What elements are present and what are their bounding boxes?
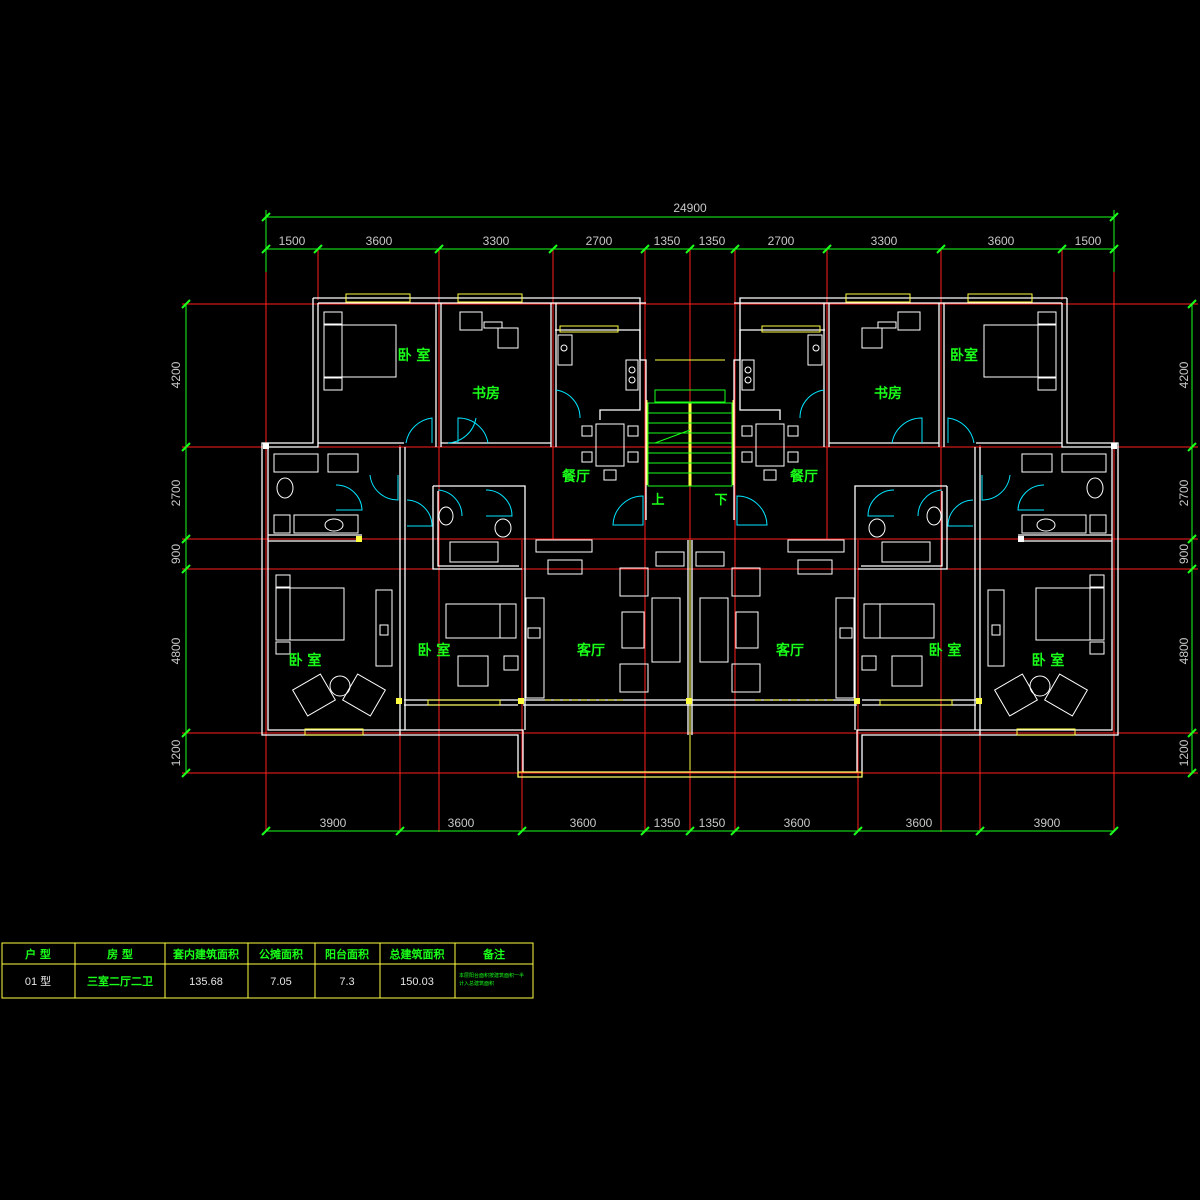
left-dim-1: 4200: [169, 361, 183, 388]
left-dim-2: 2700: [169, 479, 183, 506]
overall-dimension: 24900: [673, 201, 707, 215]
right-dim-5: 1200: [1177, 739, 1191, 766]
dimension-texts: 24900 1500 3600 3300 2700 1350 1350 2700…: [169, 201, 1191, 830]
top-dim-6: 1350: [699, 234, 726, 248]
table-header-inner-area: 套内建筑面积: [173, 947, 239, 961]
table-header-layout: 房 型: [107, 947, 133, 961]
bottom-dim-8: 3900: [1034, 816, 1061, 830]
room-label-bedroom: 卧 室: [418, 642, 451, 659]
bottom-dim-7: 3600: [906, 816, 933, 830]
right-dim-3: 900: [1177, 544, 1191, 564]
bottom-dim-1: 3900: [320, 816, 347, 830]
top-dim-9: 3600: [988, 234, 1015, 248]
room-labels: 卧 室 书房 餐厅 卧 室 卧 室 客厅 卧室 书房 餐厅 客厅 卧 室 卧 室: [289, 347, 1065, 669]
table-cell-total-area: 150.03: [400, 976, 434, 988]
room-label-living: 客厅: [775, 642, 804, 659]
table-cell-shared-area: 7.05: [270, 976, 291, 988]
room-label-bedroom: 卧 室: [1032, 652, 1065, 669]
corner-markers: [263, 443, 1117, 542]
furniture: [273, 311, 1107, 717]
table-cell-layout: 三室二厅二卫: [87, 974, 153, 988]
room-label-bedroom: 卧 室: [929, 642, 962, 659]
room-label-living: 客厅: [576, 642, 605, 659]
table-header-total-area: 总建筑面积: [390, 947, 445, 961]
room-label-dining: 餐厅: [561, 468, 590, 485]
top-dim-2: 3600: [366, 234, 393, 248]
top-dim-4: 2700: [586, 234, 613, 248]
windows: [304, 293, 1076, 778]
table-cell-remarks-line-1: 本层阳台面积按建筑面积一半: [459, 972, 524, 979]
left-dim-5: 1200: [169, 739, 183, 766]
room-label-study: 书房: [472, 385, 500, 402]
room-label-bedroom: 卧 室: [398, 347, 431, 364]
room-label-bedroom: 卧 室: [289, 652, 322, 669]
bottom-dim-6: 3600: [784, 816, 811, 830]
table-header-balcony-area: 阳台面积: [325, 947, 369, 961]
bottom-dim-5: 1350: [699, 816, 726, 830]
bottom-dim-3: 3600: [570, 816, 597, 830]
dimension-lines: [181, 210, 1197, 836]
stair-up-label: 上: [651, 493, 664, 508]
top-dim-10: 1500: [1075, 234, 1102, 248]
top-dim-5: 1350: [654, 234, 681, 248]
left-dim-3: 900: [169, 544, 183, 564]
room-label-study: 书房: [874, 385, 902, 402]
top-dim-8: 3300: [871, 234, 898, 248]
table-header-remarks: 备注: [482, 947, 505, 961]
stair: [647, 389, 733, 487]
top-dim-1: 1500: [279, 234, 306, 248]
bottom-dim-2: 3600: [448, 816, 475, 830]
top-dim-3: 3300: [483, 234, 510, 248]
left-dim-4: 4800: [169, 637, 183, 664]
stair-down-label: 下: [714, 493, 727, 508]
table-header-unit-type: 户 型: [25, 947, 51, 961]
room-label-bedroom: 卧室: [950, 347, 978, 364]
bottom-dim-4: 1350: [654, 816, 681, 830]
doors: [335, 389, 1045, 527]
area-table: 户 型 房 型 套内建筑面积 公摊面积 阳台面积 总建筑面积 备注 01 型 三…: [1, 942, 534, 999]
top-dim-7: 2700: [768, 234, 795, 248]
table-cell-unit-type: 01 型: [25, 974, 51, 988]
table-cell-balcony-area: 7.3: [339, 976, 354, 988]
right-dim-2: 2700: [1177, 479, 1191, 506]
room-label-dining: 餐厅: [789, 468, 818, 485]
walls: [261, 297, 1119, 778]
right-dim-4: 4800: [1177, 637, 1191, 664]
table-header-shared-area: 公摊面积: [259, 947, 303, 961]
right-dim-1: 4200: [1177, 361, 1191, 388]
table-cell-remarks-line-2: 计入总建筑面积: [459, 980, 494, 987]
column-markers: [356, 536, 982, 704]
stair-labels: 上 下: [651, 493, 727, 508]
table-cell-inner-area: 135.68: [189, 976, 223, 988]
